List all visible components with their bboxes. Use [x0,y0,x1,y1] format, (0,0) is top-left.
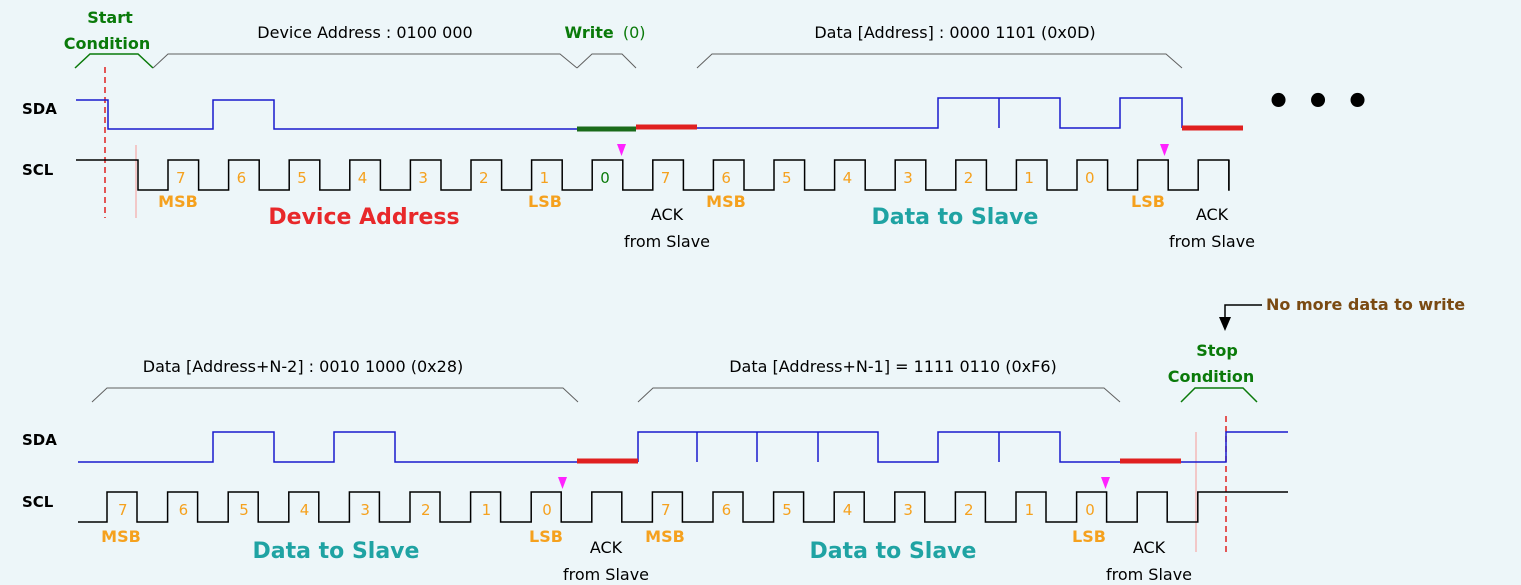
bit-numbers-row1: 7 6 5 4 3 2 1 0 7 6 5 4 3 2 1 0 [176,169,1095,187]
bit-number: 6 [179,501,189,519]
row2: No more data to write Stop Condition Dat… [22,295,1465,584]
lsb-label: LSB [529,527,563,546]
write-value: (0) [623,23,646,42]
lsb-label: LSB [1072,527,1106,546]
bit-number: 1 [1024,169,1034,187]
msb-label: MSB [101,527,141,546]
device-address-brace [152,53,578,69]
bit-number: 0 [1085,501,1095,519]
ack-label: ACK [1133,538,1166,557]
bit-number: 7 [661,169,671,187]
sda-line [697,97,1183,129]
bit-number: 5 [297,169,307,187]
sda-line [637,431,1120,463]
write-brace [576,53,637,69]
section-data-to-slave: Data to Slave [253,539,420,564]
bit-number: 7 [118,501,128,519]
continuation-dots: • • • [1266,79,1371,125]
write-label: Write [564,23,613,42]
ack-from-slave-label: from Slave [1169,232,1255,251]
data-address-label: Data [Address] : 0000 1101 (0x0D) [814,23,1095,42]
data-address-brace [696,53,1183,69]
ack-marker [1160,144,1169,156]
device-address-label: Device Address : 0100 000 [257,23,472,42]
bit-number: 5 [782,501,792,519]
bit-number: 6 [721,169,731,187]
bit-number: 0 [600,169,610,187]
row1: Start Condition Device Address : 0100 00… [22,8,1370,251]
start-condition-line2: Condition [64,34,151,53]
no-more-data-label: No more data to write [1266,295,1465,314]
bit-number: 4 [843,501,853,519]
ack-label: ACK [651,205,684,224]
section-device-address: Device Address [268,205,459,230]
bit-number: 6 [722,501,732,519]
data-n1-label: Data [Address+N-1] = 1111 0110 (0xF6) [729,357,1057,376]
start-condition-bracket [74,53,154,69]
section-data-to-slave: Data to Slave [872,205,1039,230]
bit-number: 0 [1085,169,1095,187]
ack-from-slave-label: from Slave [563,565,649,584]
scl-waveform-row2 [78,491,1288,523]
no-more-data-arrow-icon [1219,317,1231,331]
bit-number: 7 [176,169,186,187]
msb-label: MSB [706,192,746,211]
bit-number: 6 [237,169,247,187]
write-label-group: Write (0) [564,23,645,42]
start-condition-line1: Start [87,8,133,27]
scl-label: SCL [22,161,54,179]
bit-number: 1 [1025,501,1035,519]
section-data-to-slave: Data to Slave [810,539,977,564]
ack-label: ACK [1196,205,1229,224]
bit-number: 2 [421,501,431,519]
bit-number: 2 [964,169,974,187]
ack-marker [558,477,567,489]
bit-number: 7 [661,501,671,519]
bit-number: 2 [964,501,974,519]
bit-number: 0 [542,501,552,519]
stop-condition-bracket [1180,387,1258,403]
scl-label: SCL [22,493,54,511]
data-n2-label: Data [Address+N-2] : 0010 1000 (0x28) [143,357,463,376]
sda-line [78,431,577,463]
bit-number: 4 [300,501,310,519]
bit-numbers-row2: 7 6 5 4 3 2 1 0 7 6 5 4 3 2 1 0 [118,501,1095,519]
bit-number: 3 [360,501,370,519]
sda-line [1181,431,1288,463]
bit-number: 4 [843,169,853,187]
ack-from-slave-label: from Slave [1106,565,1192,584]
scl-waveform-row1 [76,159,1230,191]
bit-number: 3 [418,169,428,187]
bit-number: 1 [540,169,550,187]
sda-waveform-row1 [76,97,1183,130]
stop-condition-line2: Condition [1168,367,1255,386]
data-n1-brace [637,387,1121,403]
ack-marker [617,144,626,156]
ack-from-slave-label: from Slave [624,232,710,251]
lsb-label: LSB [1131,192,1165,211]
msb-label: MSB [645,527,685,546]
bit-number: 1 [482,501,492,519]
ack-marker [1101,477,1110,489]
sda-label: SDA [22,100,57,118]
no-more-data-pointer [1224,304,1262,317]
ack-label: ACK [590,538,623,557]
data-n2-brace [91,387,579,403]
bit-number: 3 [903,169,913,187]
lsb-label: LSB [528,192,562,211]
stop-condition-line1: Stop [1196,341,1238,360]
scl-line [76,159,1230,191]
sda-waveform-row2 [78,431,1288,463]
bit-number: 3 [903,501,913,519]
scl-line [78,491,1288,523]
sda-line [76,99,577,130]
sda-label: SDA [22,431,57,449]
bit-number: 5 [782,169,792,187]
msb-label: MSB [158,192,198,211]
bit-number: 4 [358,169,368,187]
bit-number: 5 [239,501,249,519]
bit-number: 2 [479,169,489,187]
